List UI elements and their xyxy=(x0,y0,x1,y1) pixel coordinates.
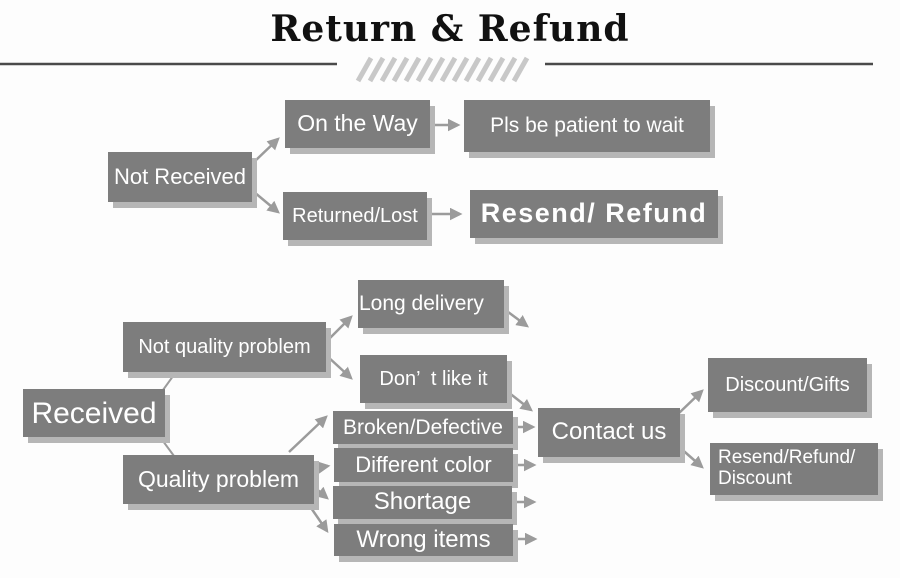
line-received-to-not-quality-problem xyxy=(162,371,177,391)
arrow-dont-like-it-to-contact-us xyxy=(507,391,533,412)
arrow-contact-us-to-resend-refund-discount xyxy=(677,445,704,469)
node-contact-us: Contact us xyxy=(538,408,680,457)
arrow-not-received-to-on-the-way xyxy=(253,137,280,163)
node-dont-like-it: Don’ t like it xyxy=(360,355,507,403)
node-received: Received xyxy=(23,389,165,437)
page-title: Return & Refund xyxy=(270,8,630,50)
node-resend-refund: Resend/ Refund xyxy=(470,190,718,238)
arrow-qp-to-wrong-items xyxy=(307,504,329,534)
arrow-qp-to-shortage xyxy=(312,485,329,500)
node-resend-refund-discount: Resend/Refund/ Discount xyxy=(710,443,878,495)
node-pls-be-patient: Pls be patient to wait xyxy=(464,100,710,152)
node-different-color: Different color xyxy=(334,448,513,482)
arrow-long-delivery-out xyxy=(503,307,530,328)
node-quality-problem: Quality problem xyxy=(123,455,314,504)
node-not-quality-problem: Not quality problem xyxy=(123,322,326,372)
node-broken-defective: Broken/Defective xyxy=(333,411,513,444)
node-on-the-way: On the Way xyxy=(285,100,430,148)
node-not-received: Not Received xyxy=(108,152,252,202)
arrow-qp-to-broken-defective xyxy=(288,415,328,453)
node-wrong-items: Wrong items xyxy=(334,524,513,556)
arrow-contact-us-to-discount-gifts xyxy=(677,389,704,415)
node-returned-lost: Returned/Lost xyxy=(283,192,427,240)
node-discount-gifts: Discount/Gifts xyxy=(708,358,867,412)
node-long-delivery: Long delivery xyxy=(358,280,504,328)
arrow-not-received-to-returned-lost xyxy=(253,191,280,214)
node-shortage: Shortage xyxy=(333,486,512,519)
arrow-qp-to-different-color xyxy=(314,461,331,474)
line-received-to-quality-problem xyxy=(159,436,175,457)
arrow-nqp-to-long-delivery xyxy=(326,315,353,342)
divider-slashes xyxy=(355,56,530,83)
arrow-nqp-to-dont-like-it xyxy=(326,355,353,380)
